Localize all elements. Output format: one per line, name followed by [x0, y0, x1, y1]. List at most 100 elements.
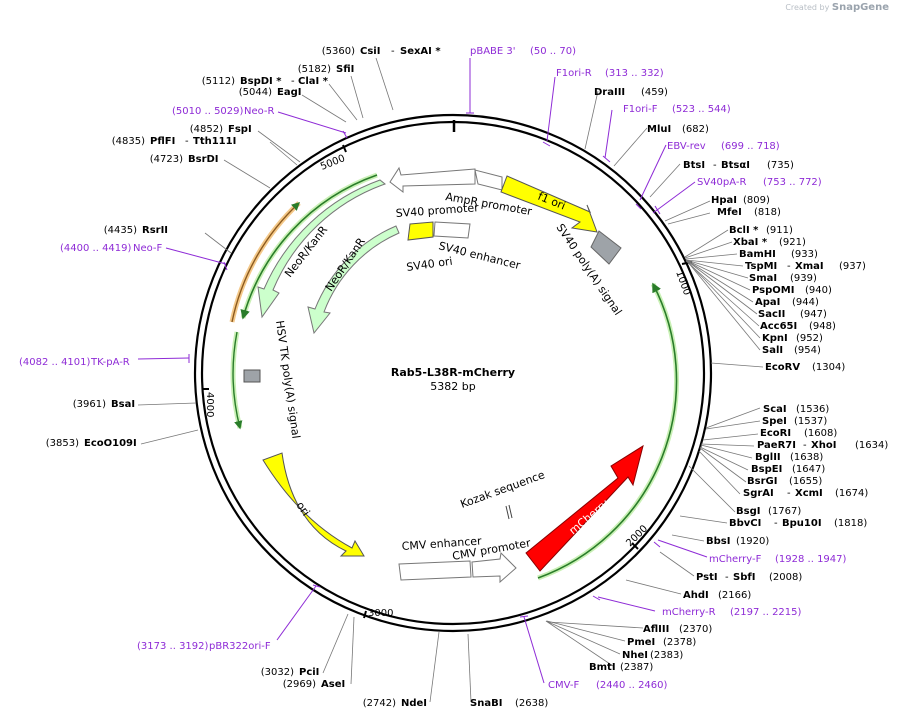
- primer-mcherry-f: mCherry-F (1928 .. 1947): [709, 554, 847, 565]
- site-pflfi: (4835) PflFI - Tth111I: [112, 136, 237, 147]
- site-name2: ClaI *: [298, 76, 329, 87]
- primer-name: Neo-R: [244, 106, 275, 117]
- site-name: BbsI: [706, 536, 730, 547]
- site-pos: (1674): [835, 488, 868, 499]
- site-psti: PstI - SbfI (2008): [696, 572, 802, 583]
- site-pos: (735): [767, 160, 794, 171]
- site-draiii: DraIII (459): [594, 87, 668, 98]
- site-pos: (1818): [834, 518, 867, 529]
- site-ndei: (2742) NdeI: [363, 698, 427, 709]
- watermark-prefix: Created by: [785, 3, 830, 12]
- snapgene-watermark: Created by SnapGene: [785, 2, 889, 13]
- site-pos: (459): [641, 87, 668, 98]
- site-bbsi: BbsI (1920): [706, 536, 769, 547]
- site-name: BsrGI: [747, 476, 777, 487]
- feature-sv40-ori: SV40 ori: [406, 221, 453, 274]
- site-name2: BtsαI: [721, 160, 750, 171]
- site-name2: Bpu10I: [782, 518, 822, 529]
- site-name: SfiI: [336, 64, 354, 75]
- site-pos: (954): [794, 345, 821, 356]
- site-spei: SpeI (1537): [762, 416, 827, 427]
- site-leader-lines: [137, 57, 764, 703]
- svg-text:-: -: [774, 518, 778, 529]
- site-name: MfeI: [717, 207, 742, 218]
- svg-text:-: -: [713, 160, 717, 171]
- svg-text:-: -: [787, 261, 791, 272]
- primer-range: (313 .. 332): [605, 68, 664, 79]
- site-name: XbaI *: [733, 237, 768, 248]
- orf-arcs: [229, 172, 679, 581]
- site-sali: SalI (954): [762, 345, 821, 356]
- tick-label-4000: 4000: [204, 392, 215, 417]
- site-pos: (2638): [515, 698, 548, 709]
- site-bspei: BspEI (1647): [751, 464, 825, 475]
- site-pos: (1638): [790, 452, 823, 463]
- site-name2: XmaI: [795, 261, 824, 272]
- primer-name: EBV-rev: [667, 141, 706, 152]
- site-pos: (5182): [298, 64, 331, 75]
- site-name: AseI: [321, 679, 345, 690]
- site-bamhi: BamHI (933): [739, 249, 818, 260]
- site-name: PciI: [299, 667, 319, 678]
- site-pos: (2370): [679, 624, 712, 635]
- site-pos: (2166): [718, 590, 751, 601]
- site-name: PmeI: [627, 637, 655, 648]
- primer-range: (753 .. 772): [763, 177, 822, 188]
- site-name: BtsI: [683, 160, 705, 171]
- site-sgrai: SgrAI - XcmI (1674): [743, 488, 868, 499]
- primer-neo-r: (5010 .. 5029) Neo-R: [172, 106, 275, 117]
- site-name: NdeI: [401, 698, 427, 709]
- site-pos: (911): [766, 225, 793, 236]
- site-pos: (1536): [796, 404, 829, 415]
- site-name: SmaI: [749, 273, 777, 284]
- primer-range: (5010 .. 5029): [172, 106, 244, 117]
- site-name: BsaI: [111, 399, 135, 410]
- site-name2: XcmI: [795, 488, 823, 499]
- site-name: AhdI: [683, 590, 709, 601]
- primer-name: CMV-F: [548, 680, 579, 691]
- site-pos: (1647): [792, 464, 825, 475]
- feature-sv40-polya-signal: SV40 poly(A) signal: [554, 221, 625, 317]
- site-name: PaeR7I: [757, 440, 796, 451]
- site-name: PstI: [696, 572, 718, 583]
- site-name: SpeI: [762, 416, 787, 427]
- watermark-brand: SnapGene: [831, 2, 889, 13]
- primer-name: F1ori-R: [556, 68, 592, 79]
- site-apai: ApaI (944): [755, 297, 819, 308]
- site-name: TspMI: [745, 261, 777, 272]
- primer-range: (1928 .. 1947): [775, 554, 847, 565]
- site-afliii: AflIII (2370): [643, 624, 712, 635]
- site-pos: (4723): [150, 154, 183, 165]
- primer-tk-pa-r: (4082 .. 4101) TK-pA-R: [19, 357, 130, 368]
- site-bspdi: (5112) BspDI * - ClaI *: [202, 76, 329, 87]
- primer-leader-lines: [137, 58, 708, 684]
- primer-name: SV40pA-R: [697, 177, 746, 188]
- site-eagi: (5044) EagI: [239, 87, 302, 98]
- site-name: BglII: [755, 452, 781, 463]
- tick-label-5000: 5000: [319, 153, 347, 173]
- primer-range: (523 .. 544): [672, 104, 731, 115]
- site-name: SalI: [762, 345, 783, 356]
- svg-text:-: -: [291, 76, 295, 87]
- site-bsai: (3961) BsaI: [73, 399, 135, 410]
- site-name: EcoRV: [765, 362, 800, 373]
- tick-4000: 4000: [202, 388, 215, 417]
- site-name: MluI: [647, 124, 671, 135]
- primer-f1ori-r: F1ori-R (313 .. 332): [556, 68, 664, 79]
- site-name: BspEI: [751, 464, 782, 475]
- site-pos: (1920): [736, 536, 769, 547]
- site-name: BsrDI: [188, 154, 219, 165]
- site-name: ApaI: [755, 297, 780, 308]
- primer-name: TK-pA-R: [90, 357, 130, 368]
- site-scai: ScaI (1536): [763, 404, 829, 415]
- site-pos: (947): [800, 309, 827, 320]
- site-name: BspDI *: [240, 76, 282, 87]
- site-pos: (921): [779, 237, 806, 248]
- feature-label-cmv-enhancer: CMV enhancer: [401, 534, 482, 553]
- site-sfii: (5182) SfiI: [298, 64, 355, 75]
- site-ecori: EcoRI (1608): [760, 428, 837, 439]
- site-bmti: BmtI (2387): [589, 662, 653, 673]
- site-pos: (5044): [239, 87, 272, 98]
- site-tspmi: TspMI - XmaI (937): [745, 261, 866, 272]
- site-pos: (1634): [855, 440, 888, 451]
